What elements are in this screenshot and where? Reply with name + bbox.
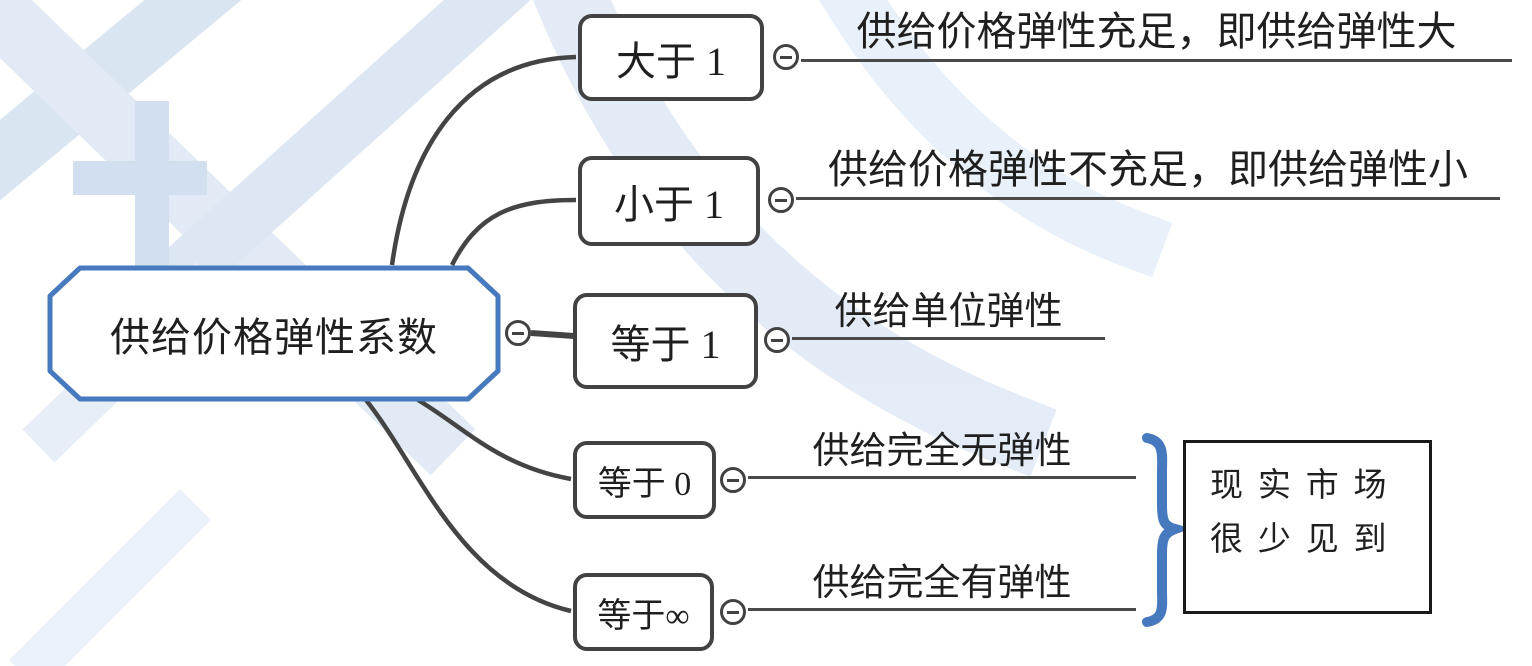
curve-to-less-than-1	[449, 197, 577, 267]
line-topic-unit-elasticity[interactable]: 供给单位弹性	[792, 284, 1105, 340]
line-topic-perfectly-inelastic[interactable]: 供给完全无弹性	[748, 423, 1136, 479]
note-line-1: 现实市场	[1210, 468, 1402, 504]
minus-icon	[727, 611, 739, 614]
root-topic[interactable]: 供给价格弹性系数	[110, 314, 438, 360]
collapse-button-equals-1[interactable]	[764, 327, 790, 353]
collapse-button-equals-0[interactable]	[720, 467, 746, 493]
note-realistic-market[interactable]: 现实市场 很少见到	[1183, 440, 1432, 614]
collapse-button-greater-than-1[interactable]	[773, 44, 799, 70]
branch-curves	[364, 54, 577, 614]
minus-icon	[775, 199, 787, 202]
root-topic-shape	[47, 265, 501, 402]
line-topic-label: 供给完全有弹性	[812, 563, 1072, 604]
curve-to-equals-0	[416, 398, 572, 482]
topic-equals-infinity[interactable]: 等于∞	[573, 573, 714, 651]
collapse-button-less-than-1[interactable]	[768, 187, 794, 213]
group-brace	[1142, 433, 1192, 627]
minus-icon	[771, 339, 783, 342]
line-topic-label: 供给价格弹性不充足，即供给弹性小	[828, 147, 1468, 192]
curve-to-greater-than-1	[389, 54, 577, 266]
note-line-2: 很少见到	[1210, 522, 1402, 559]
minus-icon	[780, 56, 792, 59]
line-topic-inelastic-supply[interactable]: 供给价格弹性不充足，即供给弹性小	[796, 144, 1500, 200]
root-collapse-button[interactable]	[505, 320, 531, 346]
line-topic-perfectly-elastic[interactable]: 供给完全有弹性	[748, 555, 1136, 611]
line-topic-label: 供给价格弹性充足，即供给弹性大	[856, 9, 1457, 54]
topic-less-than-1[interactable]: 小于 1	[578, 156, 760, 246]
collapse-button-equals-infinity[interactable]	[720, 599, 746, 625]
topic-greater-than-1[interactable]: 大于 1	[578, 14, 764, 101]
topic-equals-1[interactable]: 等于 1	[573, 293, 758, 389]
line-topic-elastic-supply[interactable]: 供给价格弹性充足，即供给弹性大	[801, 6, 1512, 62]
topic-equals-0[interactable]: 等于 0	[573, 441, 716, 519]
minus-icon	[727, 479, 739, 482]
line-topic-label: 供给单位弹性	[834, 291, 1063, 333]
line-topic-label: 供给完全无弹性	[812, 431, 1072, 472]
curve-to-equals-infinity	[364, 398, 572, 614]
minus-icon	[512, 332, 524, 335]
line-to-equals-1	[530, 330, 575, 339]
